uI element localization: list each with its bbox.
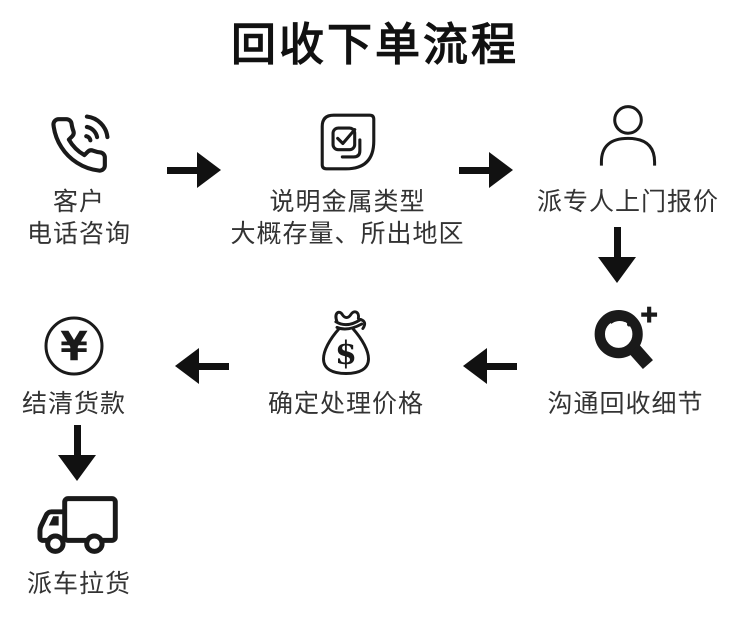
arrow-head: [58, 455, 96, 481]
step-onsite-quote: 派专人上门报价: [537, 102, 719, 218]
arrow-shaft: [167, 166, 197, 174]
arrow-head: [463, 348, 487, 384]
step-label-line: 电话咨询: [26, 220, 131, 248]
arrow-head: [175, 348, 199, 384]
arrow-head: [489, 152, 513, 188]
arrow-left-2: [175, 348, 229, 384]
step-label: 派专人上门报价: [537, 186, 719, 218]
step-label-line: 派车拉货: [26, 570, 131, 598]
truck-icon: [35, 486, 123, 558]
arrow-shaft: [73, 425, 81, 455]
arrow-down-2: [58, 425, 96, 481]
yuan-symbol: ¥: [60, 324, 88, 370]
step-label: 客户 电话咨询: [27, 186, 131, 250]
dollar-symbol: $: [335, 334, 357, 371]
step-set-price: $ 确定处理价格: [262, 298, 430, 420]
step-label-line: 说明金属类型: [269, 188, 426, 216]
phone-icon: [48, 102, 110, 176]
step-discuss-details: 沟通回收细节: [528, 298, 723, 420]
page-title: 回收下单流程: [230, 19, 519, 70]
yuan-coin-icon: ¥: [42, 298, 106, 378]
arrow-right-1: [167, 152, 221, 188]
person-icon: [591, 102, 665, 176]
step-label: 确定处理价格: [268, 388, 424, 420]
step-label-line: 沟通回收细节: [547, 390, 704, 418]
step-label-line: 客户: [52, 188, 105, 216]
step-describe-metal: 说明金属类型 大概存量、所出地区: [230, 102, 465, 250]
step-label: 沟通回收细节: [547, 388, 703, 420]
step-dispatch-truck: 派车拉货: [14, 486, 144, 600]
arrow-shaft: [459, 166, 489, 174]
step-label: 派车拉货: [27, 568, 131, 600]
arrow-shaft: [487, 362, 517, 370]
arrow-down-1: [598, 227, 636, 283]
arrow-head: [197, 152, 221, 188]
step-settle-payment: ¥ 结清货款: [14, 298, 134, 420]
checklist-icon: [315, 102, 381, 176]
arrow-head: [598, 257, 636, 283]
step-label-line: 派专人上门报价: [537, 188, 720, 216]
step-customer-call: 客户 电话咨询: [14, 102, 144, 250]
arrow-left-1: [463, 348, 517, 384]
step-label-line: 确定处理价格: [267, 390, 424, 418]
arrow-shaft: [199, 362, 229, 370]
step-label-line: 结清货款: [21, 390, 126, 418]
magnifier-plus-icon: [587, 298, 665, 378]
arrow-shaft: [613, 227, 621, 257]
step-label: 结清货款: [22, 388, 126, 420]
step-label-line: 大概存量、所出地区: [230, 220, 465, 248]
money-bag-icon: $: [310, 298, 382, 378]
arrow-right-2: [459, 152, 513, 188]
step-label: 说明金属类型 大概存量、所出地区: [230, 186, 464, 250]
